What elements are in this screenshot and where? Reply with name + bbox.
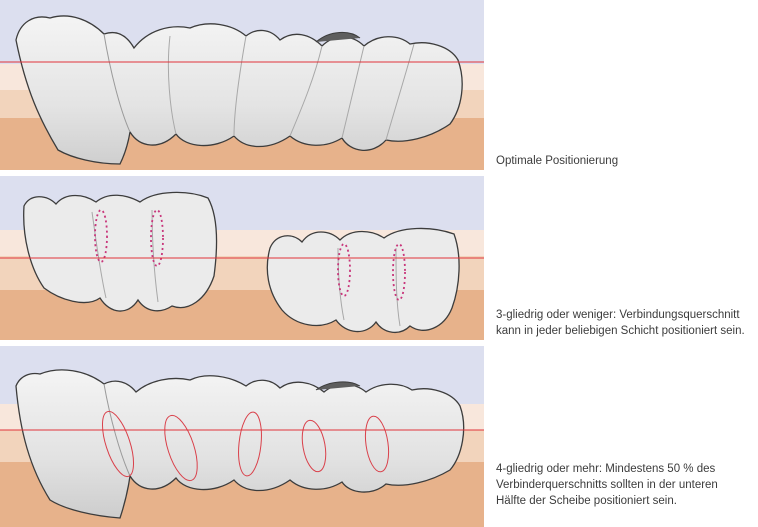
bridge-illustration-four-unit (0, 346, 484, 527)
bridge-6-unit (15, 369, 465, 519)
caption-three-unit-line1: 3-gliedrig oder weniger: Verbindungsquer… (496, 309, 740, 321)
connector-dotted-left (94, 209, 108, 263)
connector-dotted-right (392, 243, 406, 301)
bridge-illustration-three-unit (0, 176, 484, 340)
caption-four-unit-line2: Verbinderquerschnitts sollten in der unt… (496, 479, 718, 491)
caption-four-unit-line1: 4-gliedrig oder mehr: Mindestens 50 % de… (496, 463, 716, 475)
connector-cross-section-1 (101, 410, 135, 478)
bridge-6-unit (15, 15, 463, 165)
bridge-illustration-optimal (0, 0, 484, 170)
caption-four-unit-line3: Hälfte der Scheibe positioniert sein. (496, 495, 677, 507)
panel-four-unit (0, 346, 484, 527)
caption-optimal-text: Optimale Positionierung (496, 155, 619, 167)
connector-dotted-right (150, 209, 164, 267)
caption-three-unit-line2: kann in jeder beliebigen Schicht positio… (496, 325, 745, 337)
connector-cross-section-3 (238, 411, 262, 477)
bridge-three-unit-right (266, 227, 460, 333)
connector-cross-section-5 (364, 415, 390, 473)
connector-cross-section-2 (164, 414, 198, 482)
caption-three-unit: 3-gliedrig oder weniger: Verbindungsquer… (496, 307, 756, 339)
connector-cross-section-4 (301, 419, 327, 473)
caption-four-unit: 4-gliedrig oder mehr: Mindestens 50 % de… (496, 461, 756, 509)
panel-three-unit (0, 176, 484, 340)
caption-optimal: Optimale Positionierung (496, 153, 756, 169)
connector-dotted-left (337, 243, 351, 297)
panel-optimal-positioning (0, 0, 484, 170)
bridge-three-unit-left (23, 191, 218, 312)
